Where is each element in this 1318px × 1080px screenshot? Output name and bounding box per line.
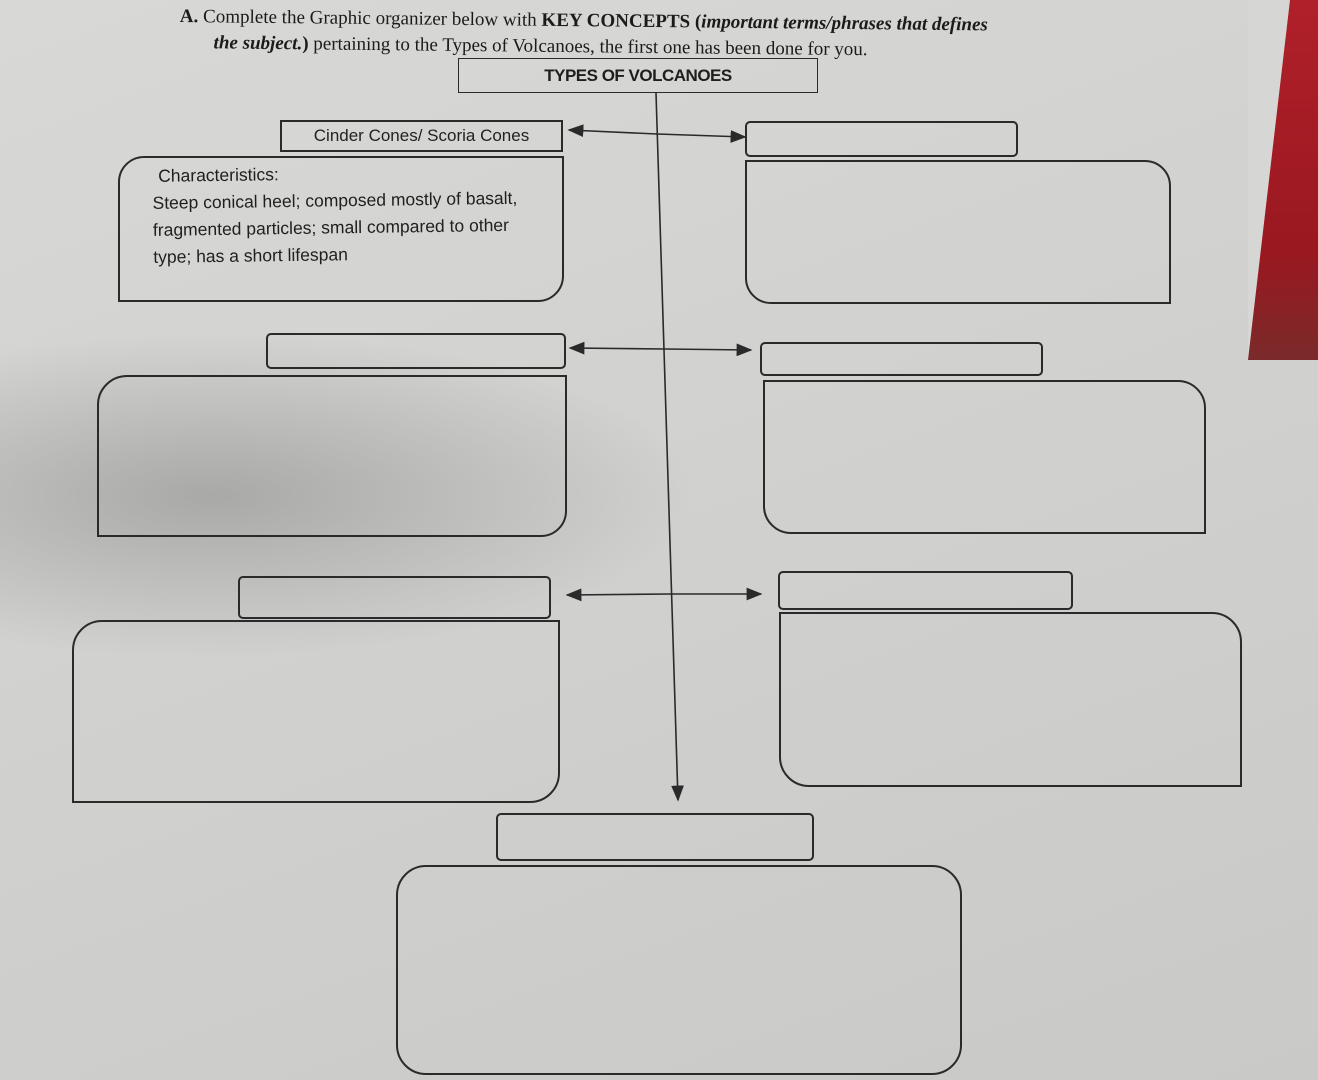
characteristics-box-cinder-cones: [118, 156, 564, 302]
type-label-cinder-cones: Cinder Cones/ Scoria Cones: [280, 120, 563, 152]
organizer-title: TYPES OF VOLCANOES: [458, 58, 818, 93]
characteristics-box-blank-2-left[interactable]: [97, 375, 567, 537]
double-arrow-row1-left: [567, 124, 658, 138]
characteristics-body: Steep conical heel; composed mostly of b…: [152, 187, 518, 267]
central-trunk-line: [655, 92, 684, 802]
type-label-blank-2-right[interactable]: [760, 342, 1043, 376]
characteristics-box-blank-3-left[interactable]: [72, 620, 560, 803]
characteristics-text: Characteristics: Steep conical heel; com…: [146, 157, 547, 271]
double-arrow-row2-left: [568, 341, 666, 355]
characteristics-box-blank-3-right[interactable]: [779, 612, 1242, 787]
type-label-blank-3-right[interactable]: [778, 571, 1073, 610]
characteristics-box-blank-2-right[interactable]: [763, 380, 1206, 534]
double-arrow-row2-right: [664, 343, 753, 357]
double-arrow-row1-right: [656, 130, 747, 143]
characteristics-box-blank-4-bottom[interactable]: [396, 865, 962, 1075]
double-arrow-row3-left: [565, 588, 671, 602]
characteristics-box-blank-1-right[interactable]: [745, 160, 1171, 304]
type-label-blank-3-left[interactable]: [238, 576, 551, 619]
type-label-blank-4-bottom[interactable]: [496, 813, 814, 861]
type-label-blank-1-right[interactable]: [745, 121, 1018, 157]
type-label-blank-2-left[interactable]: [266, 333, 566, 369]
